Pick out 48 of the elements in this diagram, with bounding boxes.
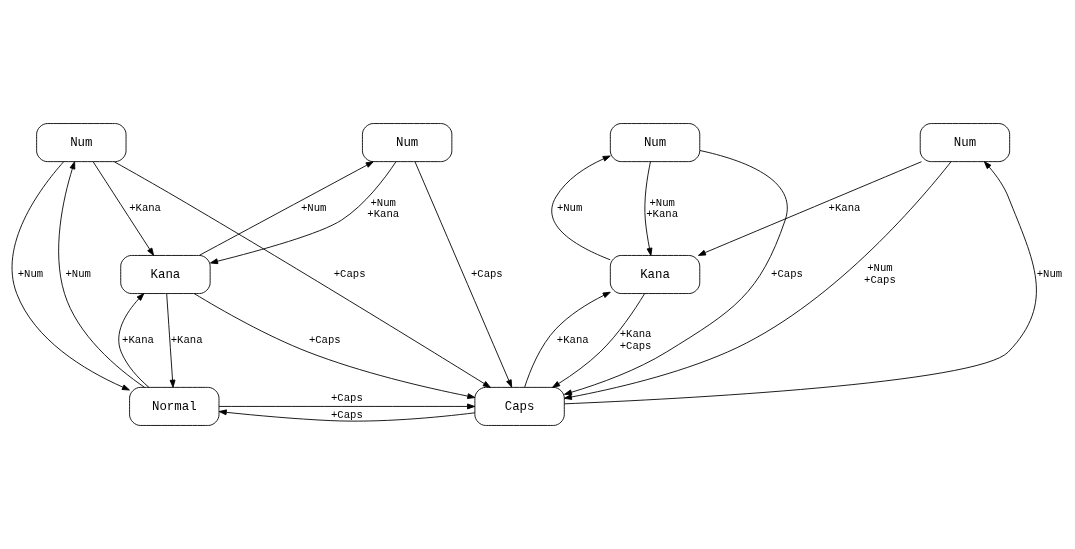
edge-label: +Caps (331, 391, 363, 404)
arrow (414, 161, 513, 388)
edge-label: +Caps (470, 268, 503, 281)
node-box: Caps (474, 386, 565, 426)
edge-label: +Caps (333, 268, 366, 281)
arrow (524, 291, 611, 388)
edge-label: +Num +Caps (864, 262, 896, 286)
edge-label: +Num (17, 268, 44, 281)
arrow (551, 155, 611, 261)
edge-label: +Kana (122, 334, 154, 347)
edge-label: +Kana (129, 202, 161, 215)
edge-label: +Num (65, 268, 91, 281)
node-box: Num (36, 123, 127, 163)
arrow (563, 161, 952, 400)
arrow (11, 161, 130, 391)
node-box: Kana (609, 255, 701, 294)
arrow (118, 293, 150, 388)
edge-label: +Num +Kana (646, 196, 679, 221)
node-box: Normal (129, 386, 220, 426)
node-box: Num (609, 123, 701, 163)
arrow (218, 409, 476, 422)
edge-label: +Kana +Caps (619, 328, 652, 352)
edge-label: +Num (556, 202, 583, 215)
edge-label: +Caps (331, 408, 363, 421)
arrow (199, 161, 374, 256)
node-box: Kana (120, 255, 211, 294)
arrow (92, 161, 155, 256)
arrow (193, 293, 476, 400)
arrow (697, 161, 922, 256)
arrow (166, 293, 176, 388)
arrow (113, 161, 491, 388)
edge-label: +Num +Kana (367, 196, 400, 221)
edge-label: +Kana (556, 334, 589, 347)
arrow (210, 161, 397, 265)
edge-label: +Kana (170, 334, 203, 347)
node-box: Num (919, 123, 1011, 163)
arrow (644, 161, 653, 256)
edge-label: +Num (301, 202, 327, 215)
arrow (564, 150, 788, 396)
arrow (218, 403, 476, 410)
edge-label: +Caps (771, 268, 803, 281)
arrow (552, 293, 645, 388)
edge-label: +Kana (828, 202, 861, 215)
node-box: Num (362, 123, 453, 163)
edge-label: +Caps (308, 334, 341, 347)
arrow (563, 161, 1037, 405)
arrow (58, 161, 145, 388)
edge-label: +Num (1036, 268, 1063, 281)
